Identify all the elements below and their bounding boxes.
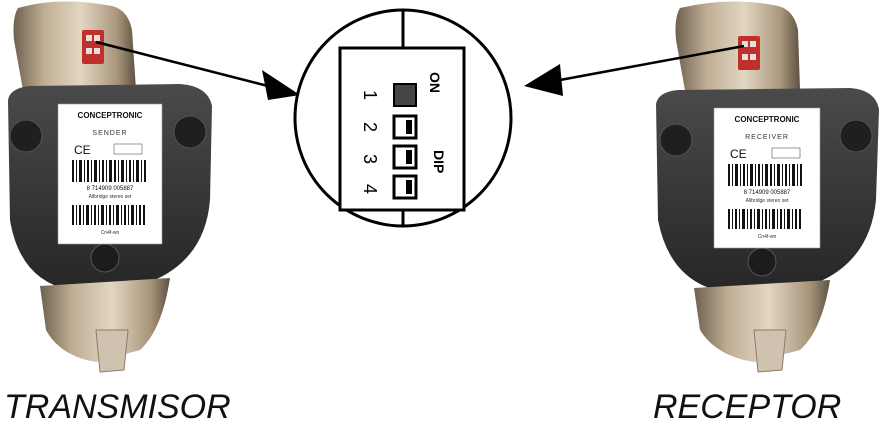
transmitter-illustration: CONCEPTRONIC SENDER CE <box>8 1 212 373</box>
transmitter-ce-mark: CE <box>74 143 91 157</box>
dip-position-1: 1 <box>360 90 380 100</box>
dip-position-3: 3 <box>360 154 380 164</box>
transmitter-housing-top <box>13 1 136 97</box>
dip-switch-3 <box>392 144 418 170</box>
receiver-speaker-right <box>839 119 873 153</box>
receiver-barcode-number: 8 714909 005887 <box>744 190 791 196</box>
receiver-connector <box>753 329 787 373</box>
arrow-from-receiver <box>524 44 745 96</box>
receiver-barcode-2 <box>728 209 801 229</box>
transmitter-serial-caption: Cn4f-wn <box>101 230 120 236</box>
receiver-brand: CONCEPTRONIC <box>735 115 800 124</box>
receiver-caption: RECEPTOR <box>653 388 842 426</box>
receiver-model-label: RECEIVER <box>745 134 789 141</box>
dip-position-4: 4 <box>360 184 380 194</box>
dip-dip-label: DIP <box>431 150 447 173</box>
transmitter-speaker-left <box>9 119 43 153</box>
dip-switch-slots <box>392 83 418 200</box>
transmitter-barcode-1 <box>70 160 150 182</box>
receiver-ce-mark: CE <box>730 147 747 161</box>
transmitter-product-name: Allbridge stereo set <box>89 194 132 200</box>
receiver-illustration: CONCEPTRONIC RECEIVER CE 8 714909 005887… <box>656 1 879 373</box>
receiver-device: CONCEPTRONIC RECEIVER CE 8 714909 005887… <box>650 0 881 375</box>
transmitter-brand: CONCEPTRONIC <box>78 111 143 120</box>
transmitter-device: CONCEPTRONIC SENDER CE <box>0 0 215 375</box>
transmitter-model-label: SENDER <box>92 130 127 137</box>
dip-switch-1 <box>393 83 417 107</box>
receiver-product-name: Allbridge stereo set <box>746 198 789 204</box>
receiver-serial-caption: Cn4f-wn <box>758 234 777 240</box>
receiver-housing-top <box>675 1 800 97</box>
arrow-from-transmitter <box>95 40 300 100</box>
transmitter-caption: TRANSMISOR <box>4 388 231 426</box>
receiver-speaker-left <box>659 123 693 157</box>
dip-switch-4 <box>392 174 418 200</box>
receiver-barcode-1 <box>728 164 802 186</box>
transmitter-barcode-number: 8 714909 005887 <box>87 186 134 192</box>
receiver-housing-bottom <box>694 280 830 362</box>
dip-on-label: ON <box>427 72 443 93</box>
transmitter-connector <box>95 329 129 373</box>
dip-position-2: 2 <box>360 122 380 132</box>
transmitter-speaker-right <box>173 115 207 149</box>
dip-switch-2 <box>392 114 418 140</box>
transmitter-barcode-2 <box>72 205 145 225</box>
transmitter-housing-bottom <box>40 278 170 362</box>
